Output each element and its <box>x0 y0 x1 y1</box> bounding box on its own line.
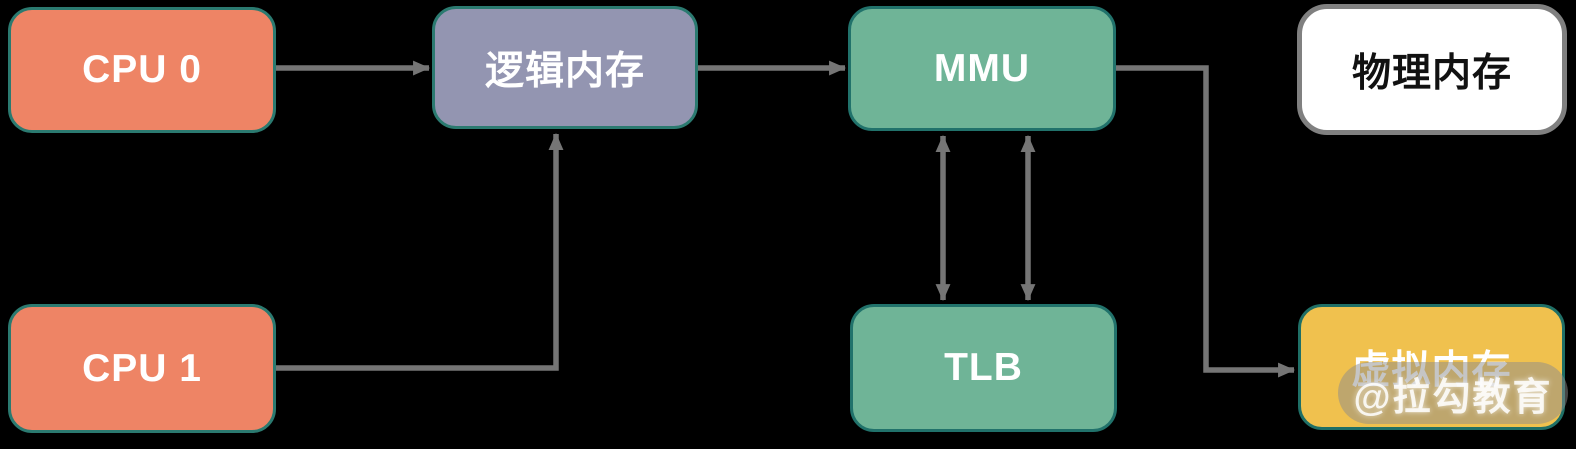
node-physical-memory: 物理内存 <box>1297 4 1567 135</box>
node-mmu: MMU <box>848 6 1116 131</box>
node-tlb: TLB <box>850 304 1117 432</box>
node-cpu0-label: CPU 0 <box>82 48 202 91</box>
edge-mmu-to-virtual-memory <box>1116 65 1296 378</box>
node-cpu1: CPU 1 <box>8 304 276 433</box>
node-mmu-label: MMU <box>933 46 1031 90</box>
node-tlb-label: TLB <box>944 346 1023 389</box>
node-cpu0: CPU 0 <box>8 7 276 133</box>
node-logical-memory-label: 逻辑内存 <box>484 49 645 93</box>
node-cpu1-label: CPU 1 <box>82 346 202 390</box>
watermark-text: @拉勾教育 <box>1353 376 1553 419</box>
watermark-badge: @拉勾教育 <box>1338 362 1568 424</box>
node-physical-memory-label: 物理内存 <box>1351 51 1512 95</box>
node-logical-memory: 逻辑内存 <box>432 6 698 129</box>
edge-cpu1-to-logical-memory <box>276 132 564 371</box>
